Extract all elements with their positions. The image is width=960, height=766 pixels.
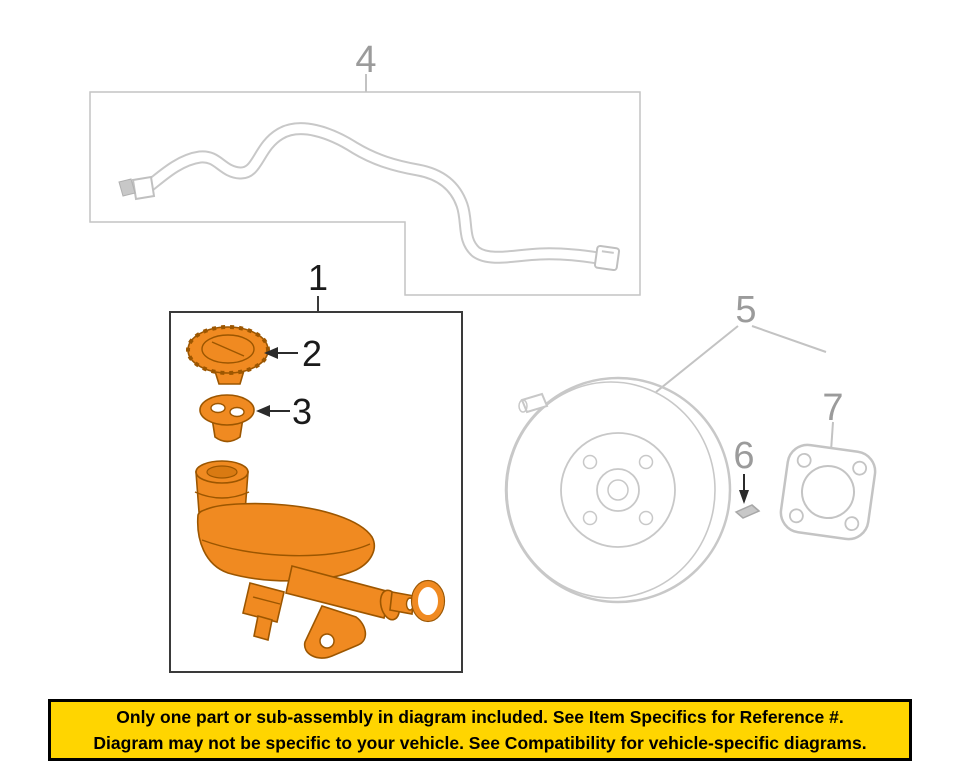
callout-6-arrow-head (739, 490, 749, 504)
booster-hub-hole (607, 479, 629, 501)
gasket-hole-2 (852, 460, 868, 476)
gasket-plate (779, 443, 877, 541)
vacuum-hose-outline (141, 122, 605, 265)
level-sensor (242, 582, 285, 623)
callout-5: 5 (735, 289, 756, 331)
callout-2: 2 (302, 333, 322, 374)
callout-3-arrow-head (256, 405, 270, 417)
booster-inner-ring (560, 432, 676, 548)
booster-check-valve-port (520, 392, 549, 414)
callout-6: 6 (733, 435, 754, 477)
reservoir-seam (201, 539, 371, 557)
seal-hole-right (229, 406, 245, 418)
reservoir-tank (196, 502, 376, 582)
booster-shell-outer (504, 376, 732, 604)
callout-1: 1 (308, 257, 328, 298)
cap-rim-ridges (186, 325, 270, 375)
master-cylinder-group (169, 296, 463, 673)
callout-2-arrow-head (264, 347, 278, 359)
callout-5-line-right (751, 325, 827, 353)
booster-stud-1 (582, 454, 598, 470)
hose-right-fitting-slot (601, 250, 614, 254)
gasket-group (779, 421, 877, 541)
gasket-hole-1 (796, 452, 812, 468)
diagram-canvas: 4 (89, 39, 877, 673)
booster-shell-depth (506, 381, 716, 599)
master-cylinder-body (194, 460, 415, 659)
hose-left-clip (118, 178, 136, 197)
neck-collar (194, 491, 250, 499)
disclaimer-banner: Only one part or sub-assembly in diagram… (48, 699, 912, 761)
o-ring (412, 581, 444, 621)
gasket-hole-3 (844, 516, 860, 532)
callout-5-line-left (655, 325, 739, 393)
reservoir-cap (186, 325, 270, 385)
callout-7-line (830, 421, 834, 452)
seal-top (199, 394, 255, 426)
mounting-flange (303, 605, 367, 659)
callout-7: 7 (822, 387, 843, 429)
sensor-plug (253, 614, 273, 642)
gasket-center-hole (801, 465, 855, 519)
callout-3: 3 (292, 391, 312, 432)
reservoir-seal (199, 394, 255, 443)
sensor-detail-line (252, 596, 281, 605)
hose-right-fitting (593, 244, 621, 272)
o-ring-outline (410, 579, 446, 623)
banner-line-1: Only one part or sub-assembly in diagram… (116, 706, 844, 727)
booster-stud-3 (582, 510, 598, 526)
retainer-pin-edge (751, 504, 760, 512)
booster-port-opening (518, 399, 528, 413)
hose-box-outline (89, 91, 641, 296)
brake-booster-group (504, 325, 827, 604)
booster-hub (596, 468, 640, 512)
seal-hole-left (210, 402, 226, 414)
booster-stud-4 (638, 510, 654, 526)
gasket-hole-4 (788, 508, 804, 524)
bore-cylinder (285, 565, 391, 619)
hose-assembly-group (89, 74, 641, 296)
hose-left-fitting (131, 175, 156, 201)
retainer-pin (734, 504, 761, 519)
vacuum-hose-core (143, 124, 603, 263)
retainer-pin-group (734, 474, 761, 519)
cap-detail-line (211, 341, 245, 357)
booster-stud-2 (638, 454, 654, 470)
filler-neck-inner (206, 465, 238, 479)
banner-line-2: Diagram may not be specific to your vehi… (93, 732, 867, 753)
main-assembly-box (169, 311, 463, 673)
callout-4: 4 (355, 39, 376, 81)
cap-top (201, 334, 255, 364)
flange-bolt-hole (319, 633, 335, 649)
